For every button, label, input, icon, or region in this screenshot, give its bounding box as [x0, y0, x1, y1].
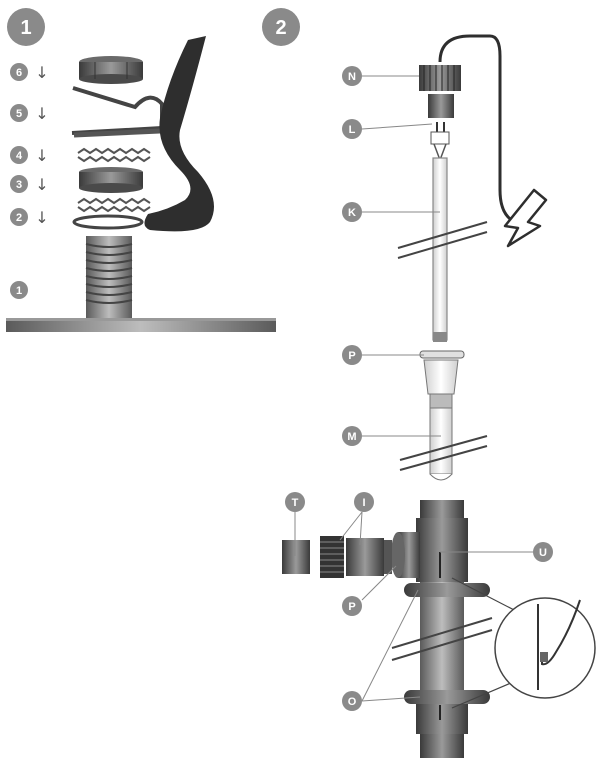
arrow-down-icon: ↓ — [35, 146, 48, 165]
label-u-text: U — [539, 547, 547, 559]
nut-3 — [79, 167, 143, 193]
nut-6 — [79, 56, 143, 84]
order-3-num: 3 — [16, 179, 22, 191]
label-m-text: M — [347, 431, 356, 443]
side-port — [391, 532, 420, 578]
label-i: I — [354, 492, 374, 512]
ground-cable — [144, 36, 214, 232]
label-o-text: O — [348, 696, 357, 708]
order-2: 2 ↓ — [10, 208, 49, 227]
label-m: M — [342, 426, 362, 446]
order-2-num: 2 — [16, 212, 22, 224]
label-t: T — [285, 492, 305, 512]
step2-badge-text: 2 — [275, 17, 286, 39]
lamp-connector-l — [430, 122, 450, 163]
nut-i — [320, 536, 392, 578]
leader-lines — [294, 75, 543, 702]
label-l: L — [342, 119, 362, 139]
label-o: O — [342, 691, 362, 711]
label-k: K — [342, 202, 362, 222]
cap-t — [282, 540, 310, 574]
base-plate — [6, 318, 276, 332]
label-p2: P — [342, 596, 362, 616]
label-n: N — [342, 66, 362, 86]
break-mark — [399, 435, 488, 471]
label-p: P — [342, 345, 362, 365]
order-6: 6 ↓ — [10, 63, 49, 82]
lightning-icon — [503, 188, 548, 248]
detail-zoom — [451, 577, 596, 709]
uv-lamp-k — [432, 157, 448, 342]
order-4-num: 4 — [16, 150, 23, 162]
order-5-num: 5 — [16, 108, 22, 120]
arrow-down-icon: ↓ — [35, 208, 48, 227]
arrow-down-icon: ↓ — [35, 104, 48, 123]
o-ring-p — [419, 350, 465, 359]
label-n-text: N — [348, 71, 356, 83]
order-6-num: 6 — [16, 67, 22, 79]
order-1-num: 1 — [16, 285, 22, 297]
quartz-sleeve-m — [423, 359, 459, 481]
label-k-text: K — [348, 207, 356, 219]
order-4: 4 ↓ — [10, 146, 49, 165]
label-l-text: L — [349, 124, 356, 136]
arrow-down-icon: ↓ — [35, 175, 48, 194]
step2-badge: 2 — [262, 8, 300, 46]
label-i-text: I — [362, 497, 365, 509]
uv-housing — [416, 500, 468, 758]
order-3: 3 ↓ — [10, 175, 49, 194]
break-mark — [391, 617, 493, 661]
break-mark — [397, 221, 488, 259]
step1-badge: 1 — [7, 8, 45, 46]
power-cable — [438, 34, 516, 224]
order-5: 5 ↓ — [10, 104, 49, 123]
label-p-text: P — [348, 350, 355, 362]
step1-badge-text: 1 — [20, 17, 31, 39]
label-u: U — [533, 542, 553, 562]
order-1: 1 — [10, 281, 28, 299]
label-p2-text: P — [348, 601, 355, 613]
arrow-down-icon: ↓ — [35, 63, 48, 82]
washer-4 — [77, 147, 151, 163]
cap-n — [419, 65, 461, 118]
washer-2 — [72, 197, 151, 230]
label-t-text: T — [292, 497, 299, 509]
threaded-pipe — [85, 236, 133, 318]
clamp-5 — [71, 86, 164, 138]
